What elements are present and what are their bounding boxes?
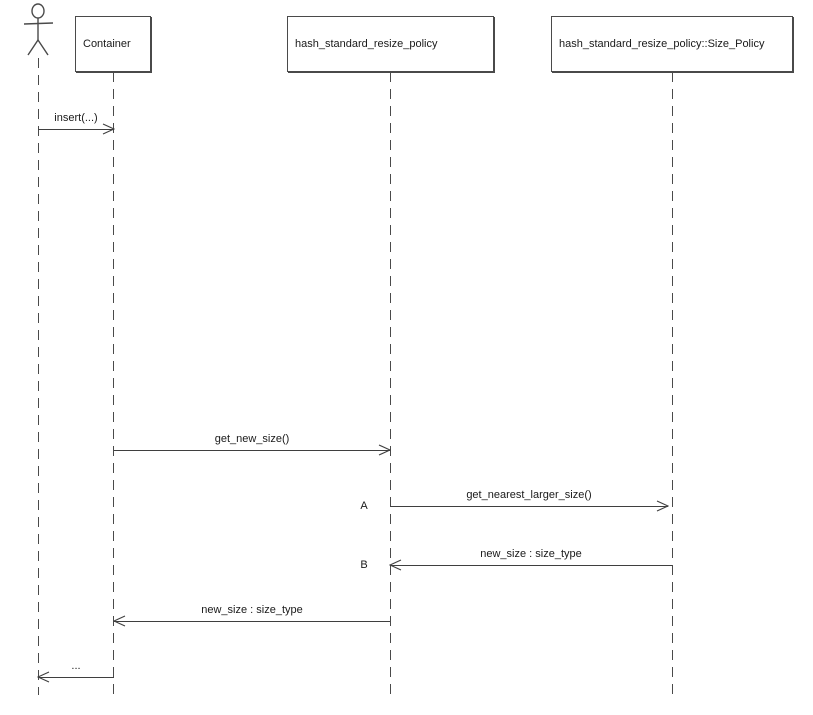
actor-icon [23,3,54,56]
message-label: get_new_size() [214,433,290,445]
arrowhead-right-icon [102,123,115,135]
message-label: new_size : size_type [201,604,303,616]
message-line [390,565,672,566]
object-box-size-policy: hash_standard_resize_policy::Size_Policy [551,16,793,72]
lifeline-actor [38,58,39,695]
object-box-label: Container [83,38,131,50]
lifeline-size-policy [672,72,673,695]
message-line [114,450,390,451]
object-box-container: Container [75,16,151,72]
marker-b-label: B [360,559,368,571]
arrowhead-right-icon [378,444,391,456]
message-label: ... [71,660,81,672]
object-box-label: hash_standard_resize_policy::Size_Policy [559,38,765,50]
message-label: get_nearest_larger_size() [466,489,592,501]
message-line [390,506,668,507]
arrowhead-left-icon [113,615,126,627]
message-line [114,621,390,622]
message-label: new_size : size_type [480,548,582,560]
marker-a-label: A [360,500,368,512]
message-label: insert(...) [54,112,98,124]
lifeline-hash-standard-resize-policy [390,72,391,695]
object-box-hash-standard-resize-policy: hash_standard_resize_policy [287,16,494,72]
lifeline-container [113,72,114,695]
arrowhead-right-icon [656,500,669,512]
message-line [38,129,114,130]
message-line [38,677,114,678]
arrowhead-left-icon [389,559,402,571]
object-box-label: hash_standard_resize_policy [295,38,438,50]
arrowhead-left-icon [37,671,50,683]
